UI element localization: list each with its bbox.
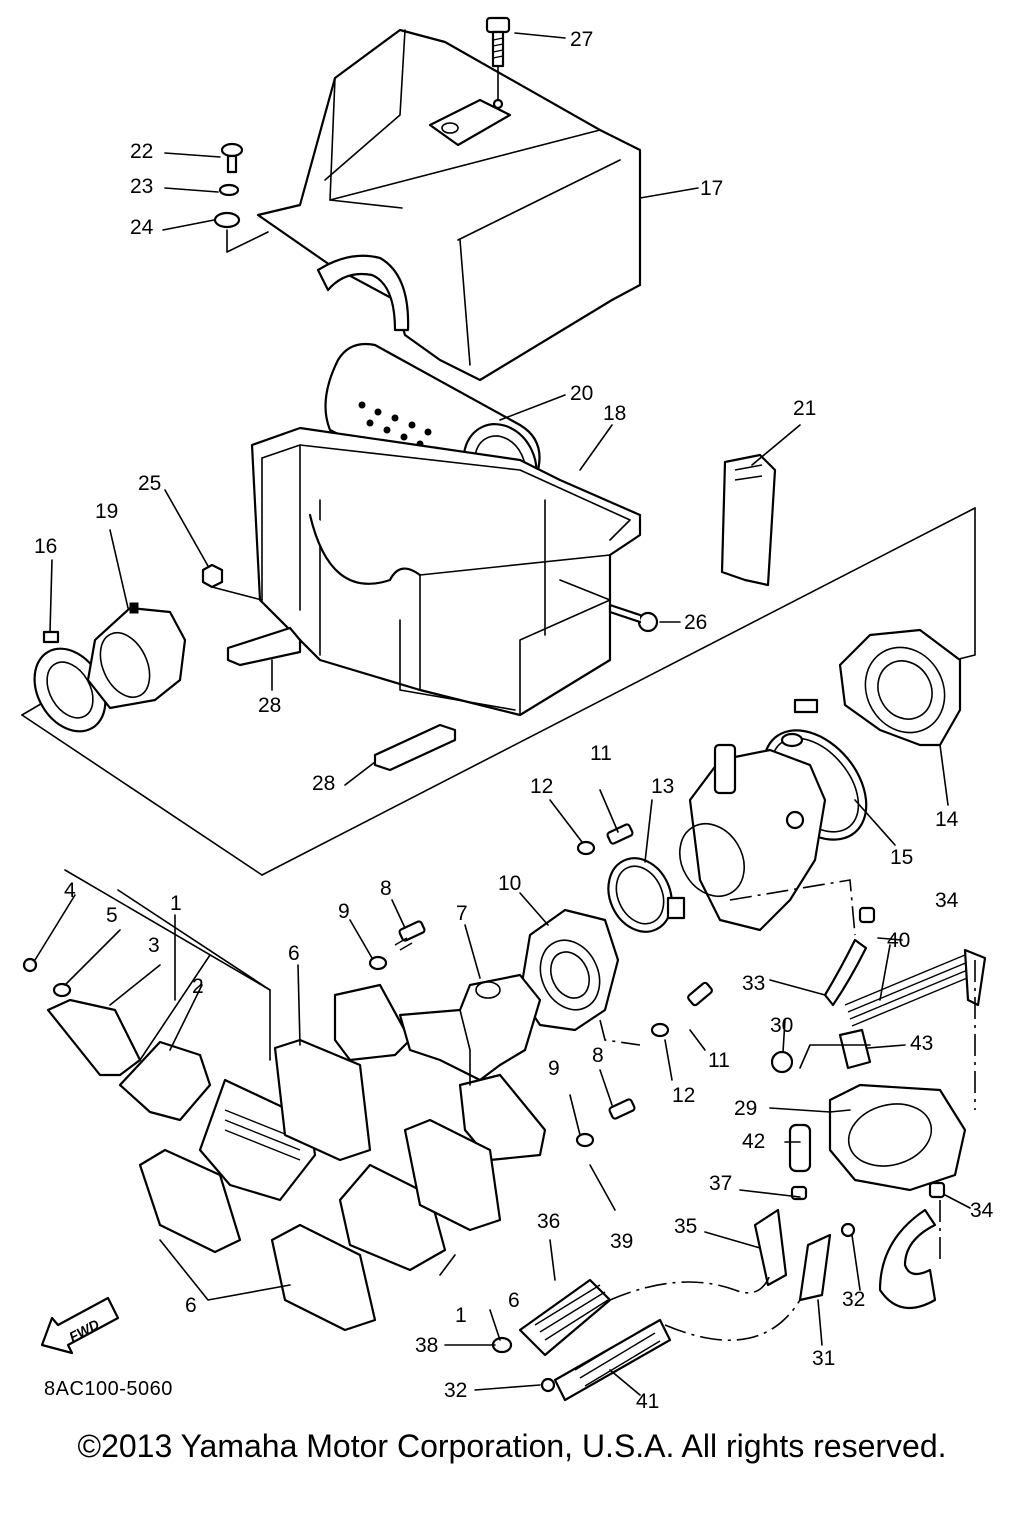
callout-16: 16 (34, 535, 57, 558)
callout-31: 31 (812, 1347, 835, 1370)
callout-23: 23 (130, 175, 153, 198)
connection-lines (599, 879, 976, 1342)
callout-6b: 6 (508, 1289, 520, 1312)
callout-41: 41 (636, 1390, 659, 1413)
callout-21: 21 (793, 397, 816, 420)
callout-labels: 27 22 23 24 17 20 18 21 25 19 16 26 28 2… (34, 28, 994, 1413)
callout-20: 20 (570, 382, 593, 405)
callout-11a: 11 (590, 742, 612, 765)
callout-34b: 34 (970, 1199, 994, 1222)
manifold-bolt-part (368, 823, 713, 1148)
reed-valve-group (22, 869, 502, 1332)
callout-28a: 28 (258, 694, 281, 717)
callout-38: 38 (415, 1334, 438, 1357)
callout-5: 5 (106, 904, 118, 927)
callout-6a: 6 (288, 942, 300, 965)
cover-bolt-part (485, 16, 511, 110)
callout-18: 18 (603, 402, 626, 425)
intake-joint-part (86, 602, 187, 710)
filter-element-part (720, 453, 777, 587)
callout-9a: 9 (338, 900, 350, 923)
airbox-body-part (250, 426, 642, 717)
callout-7: 7 (456, 902, 468, 925)
cover-screw-part (213, 142, 269, 253)
callout-24: 24 (130, 216, 154, 239)
callout-25: 25 (138, 472, 161, 495)
callout-42: 42 (742, 1130, 765, 1153)
callout-27: 27 (570, 28, 593, 51)
callout-13: 13 (651, 775, 674, 798)
callout-35: 35 (674, 1215, 697, 1238)
callout-30: 30 (770, 1014, 793, 1037)
callout-33: 33 (742, 972, 765, 995)
callout-1b: 1 (455, 1304, 467, 1327)
fuel-pump-part (770, 906, 967, 1201)
callout-4: 4 (64, 879, 76, 902)
callout-1a: 1 (170, 892, 182, 915)
callout-32b: 32 (444, 1379, 467, 1402)
carburetor-body-part (679, 732, 827, 932)
carb-clamp-part (607, 857, 686, 933)
callout-37: 37 (709, 1172, 732, 1195)
callout-34a: 34 (935, 889, 959, 912)
callout-26: 26 (684, 611, 707, 634)
airbox-cover-part (256, 28, 642, 382)
diagram-code: 8AC100-5060 (44, 1378, 173, 1400)
nut-part (201, 563, 263, 601)
copyright-notice: ©2013 Yamaha Motor Corporation, U.S.A. A… (77, 1428, 947, 1464)
callout-17: 17 (700, 177, 723, 200)
callout-19: 19 (95, 500, 118, 523)
callout-12a: 12 (530, 775, 553, 798)
callout-8a: 8 (380, 877, 392, 900)
callout-40: 40 (887, 929, 910, 952)
leader-lines (34, 32, 971, 1396)
callout-15: 15 (890, 846, 913, 869)
callout-36: 36 (537, 1210, 560, 1233)
callout-9b: 9 (548, 1057, 560, 1080)
callout-11b: 11 (708, 1049, 730, 1072)
callout-10: 10 (498, 872, 521, 895)
box-bolt-part (559, 579, 659, 633)
callout-14: 14 (935, 808, 959, 831)
fwd-arrow-icon: FWD (40, 1296, 120, 1355)
intake-duct-part (838, 628, 962, 747)
callout-3: 3 (148, 934, 160, 957)
callout-6c: 6 (185, 1294, 197, 1317)
callout-43: 43 (910, 1032, 933, 1055)
callout-32a: 32 (842, 1288, 865, 1311)
intake-manifold-part (333, 973, 547, 1162)
callout-12b: 12 (672, 1084, 695, 1107)
callout-39: 39 (610, 1230, 633, 1253)
foam-pad-part (226, 626, 457, 772)
callout-2: 2 (192, 975, 204, 998)
callout-28b: 28 (312, 772, 335, 795)
callout-29: 29 (734, 1097, 757, 1120)
callout-22: 22 (130, 140, 153, 163)
callout-8b: 8 (592, 1044, 604, 1067)
